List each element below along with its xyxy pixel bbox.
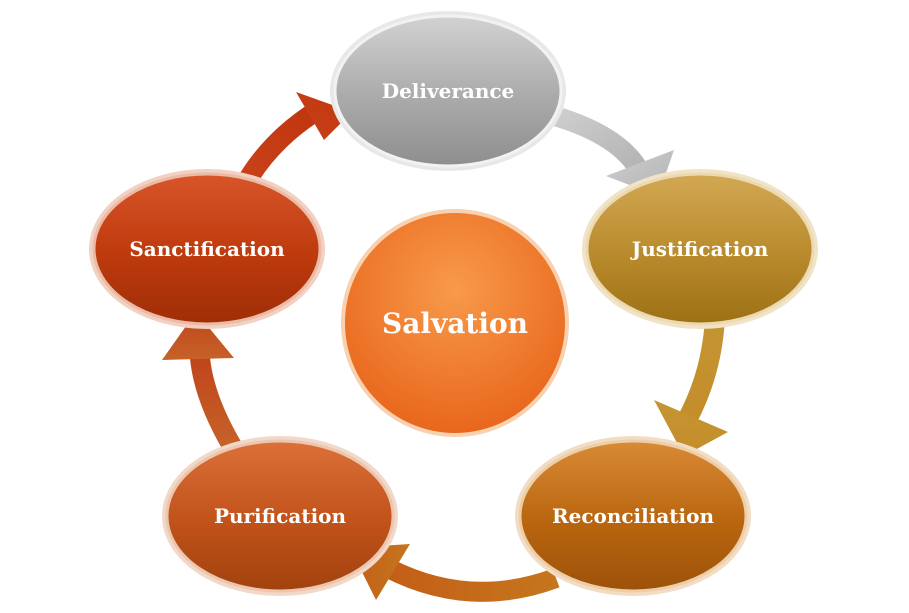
node-deliverance: Deliverance <box>330 11 566 171</box>
center-node: Salvation <box>338 206 572 440</box>
arrow-sanctification-to-deliverance <box>235 101 324 192</box>
node-reconciliation: Reconciliation <box>515 436 751 596</box>
arrow-justification-to-reconciliation <box>679 317 725 423</box>
node-purification: Purification <box>162 436 398 596</box>
node-label-deliverance: Deliverance <box>382 79 515 103</box>
arrow-deliverance-to-justification <box>545 104 649 178</box>
arrow-purification-to-sanctification <box>190 356 241 452</box>
arrowhead-justification-to-reconciliation <box>654 400 728 456</box>
node-sanctification: Sanctification <box>89 169 325 329</box>
node-justification: Justification <box>582 169 818 329</box>
arrow-reconciliation-to-purification <box>383 559 560 602</box>
node-label-justification: Justification <box>630 237 769 261</box>
node-label-purification: Purification <box>214 504 347 528</box>
arrowhead-purification-to-sanctification <box>162 312 234 360</box>
arrowhead-sanctification-to-deliverance <box>296 92 352 140</box>
center-label: Salvation <box>382 307 528 340</box>
node-label-sanctification: Sanctification <box>129 237 285 261</box>
node-label-reconciliation: Reconciliation <box>552 504 715 528</box>
